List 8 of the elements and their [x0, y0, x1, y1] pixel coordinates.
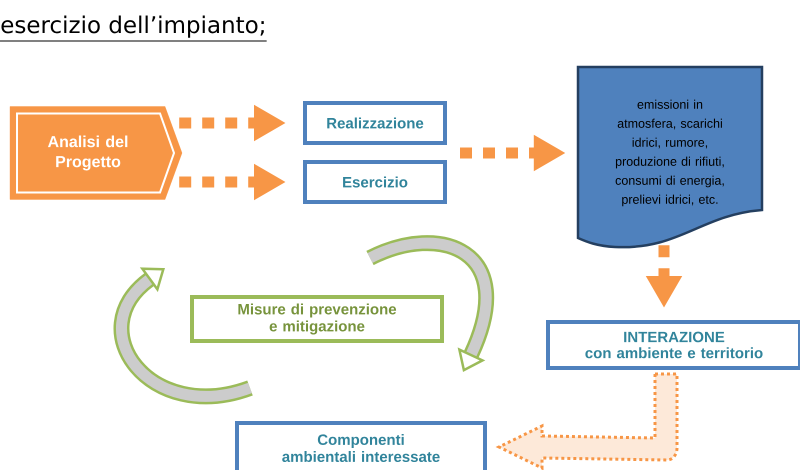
arrow-shaped-box: Analisi del Progetto [10, 106, 182, 200]
process-box: Esercizio [303, 160, 447, 204]
process-box: Misure di prevenzione e mitigazione [190, 295, 444, 343]
process-box: Componenti ambientali interessate [235, 421, 487, 470]
block-arrow [498, 372, 678, 470]
process-box: INTERAZIONE con ambiente e territorio [546, 320, 800, 370]
heading-text: esercizio dell’impianto; [1, 16, 264, 38]
process-box: Realizzazione [303, 101, 447, 145]
